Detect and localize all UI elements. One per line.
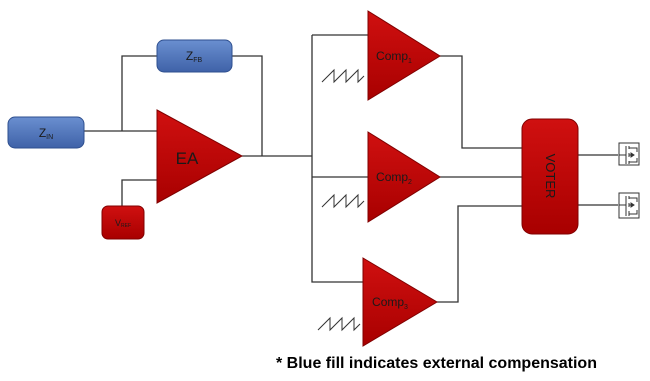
sawtooth-icon-3	[317, 316, 361, 332]
zin-block: ZIN	[7, 116, 85, 149]
ea-label: EA	[176, 149, 199, 168]
svg-text:ZFB: ZFB	[186, 49, 203, 64]
zin-sub: IN	[46, 134, 53, 141]
svg-text:ZIN: ZIN	[39, 126, 53, 141]
wire-bus	[311, 34, 368, 283]
zin-label: Z	[39, 126, 46, 140]
mosfet-icon-1	[618, 142, 640, 166]
comp2-label: Comp	[376, 170, 408, 184]
wire-vref-to-ea	[121, 179, 157, 211]
zfb-sub: FB	[193, 57, 202, 64]
vref-block: VREF	[101, 205, 145, 240]
comp1-sub: 1	[408, 58, 412, 65]
svg-text:Comp3: Comp3	[372, 295, 408, 311]
comparator-1: Comp1	[321, 10, 441, 101]
voter-label: VOTER	[543, 154, 558, 199]
footnote: * Blue fill indicates external compensat…	[276, 355, 597, 372]
wire-zfb-loop	[121, 55, 263, 156]
sawtooth-icon-2	[321, 193, 365, 209]
comparator-2: Comp2	[321, 131, 441, 223]
mosfet-icon-2	[618, 192, 640, 219]
vref-sub: REF	[121, 223, 131, 229]
zfb-label: Z	[186, 49, 193, 63]
zfb-block: ZFB	[156, 39, 233, 73]
sawtooth-icon-1	[321, 68, 365, 84]
comp2-sub: 2	[408, 179, 412, 186]
vref-label: V	[115, 218, 121, 228]
wire-comp1-to-voter	[440, 55, 522, 149]
svg-text:VREF: VREF	[115, 218, 131, 229]
wires	[84, 34, 618, 303]
voter-block: VOTER	[521, 118, 579, 235]
comp1-label: Comp	[376, 49, 408, 63]
svg-text:Comp2: Comp2	[376, 170, 412, 186]
comp3-label: Comp	[372, 295, 404, 309]
wire-comp3-to-voter	[437, 205, 522, 303]
comparator-3: Comp3	[317, 257, 438, 347]
svg-text:Comp1: Comp1	[376, 49, 412, 65]
comp3-sub: 3	[404, 304, 408, 311]
error-amplifier: EA	[156, 109, 244, 204]
